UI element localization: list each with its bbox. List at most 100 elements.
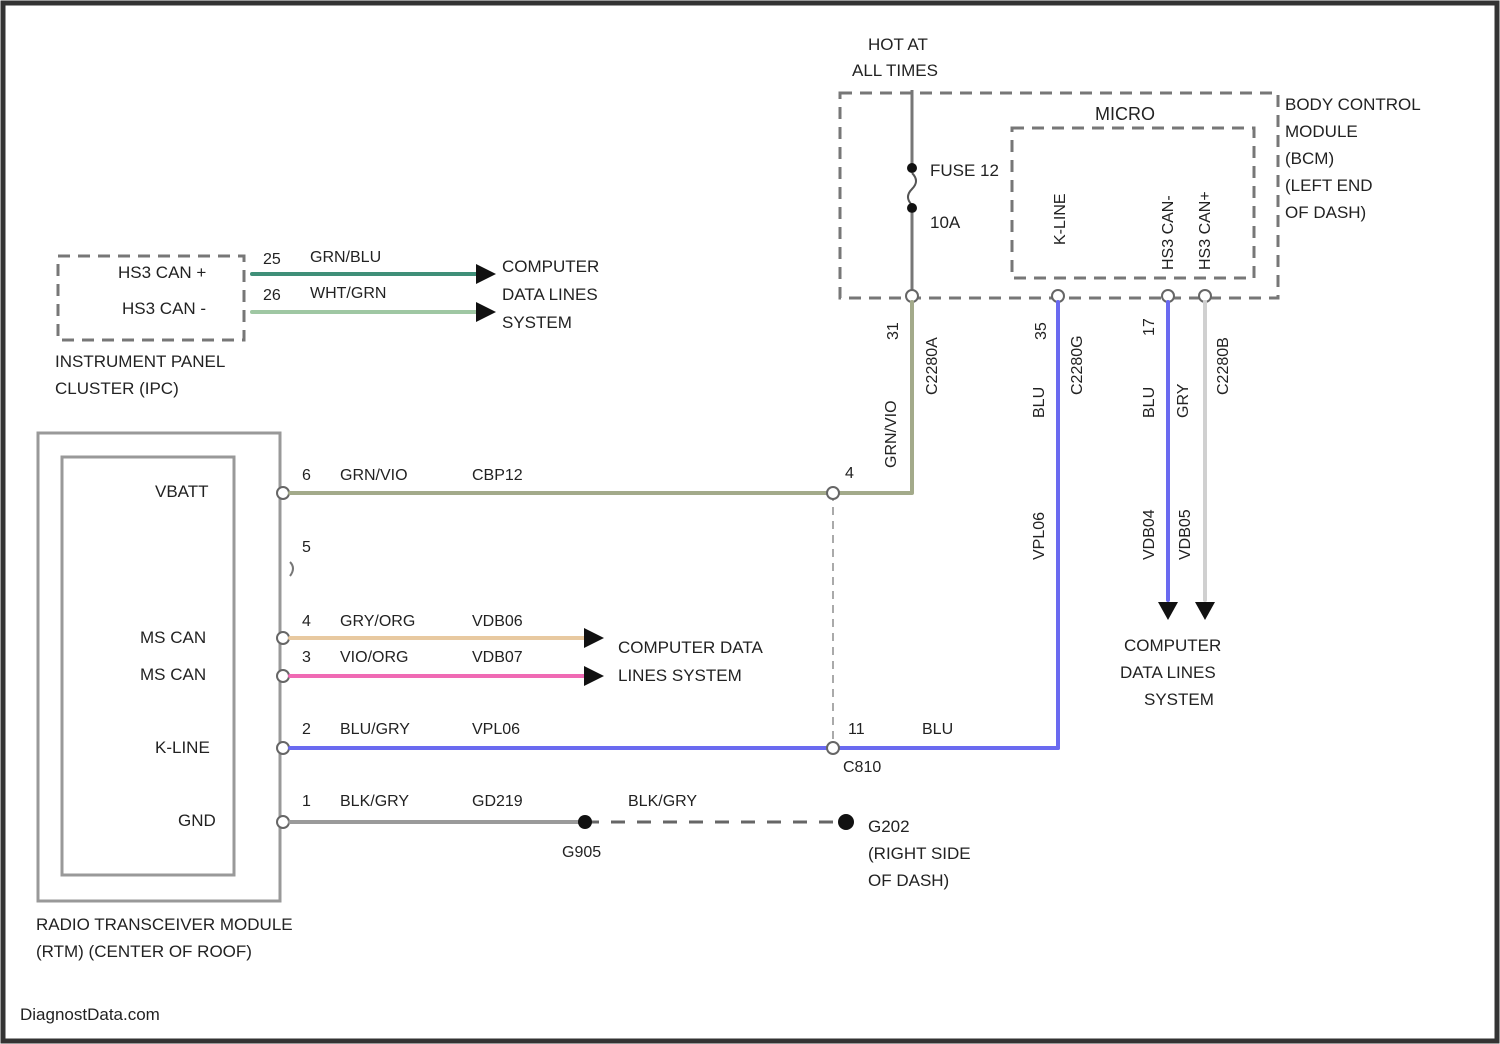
rtm-pin-number-6: 6	[302, 467, 311, 484]
rtm-wire-color-2: BLU/GRY	[340, 721, 410, 738]
ms-can-plus-arrow	[584, 628, 604, 648]
bcm-hs3-minus-arrow	[1158, 602, 1178, 620]
rtm-pin-5-stub	[290, 562, 293, 576]
rtm-wire-color-1: BLK/GRY	[340, 793, 409, 810]
fuse-icon	[908, 173, 916, 205]
ipc-block: HS3 CAN + HS3 CAN - INSTRUMENT PANEL CLU…	[55, 249, 599, 398]
bcm-hs3-plus-circuit-code: VDB05	[1177, 509, 1194, 560]
ms-can-minus-arrow	[584, 666, 604, 686]
rtm-pin-number-3: 3	[302, 649, 311, 666]
vbatt-wire	[290, 302, 912, 493]
rtm-circuit-code-1: GD219	[472, 793, 523, 810]
rtm-title-line2: (RTM) (CENTER OF ROOF)	[36, 942, 252, 961]
bcm-k-line-wire-color: BLU	[1031, 387, 1048, 418]
ipc-pin-26: 26	[263, 287, 281, 304]
rtm-pin-6	[277, 487, 289, 499]
hot-at-all-times-line2: ALL TIMES	[852, 61, 938, 80]
rtm-pin-number-2: 2	[302, 721, 311, 738]
rtm-wire-color-4: GRY/ORG	[340, 613, 415, 630]
bcm-connector-k-line: C2280G	[1069, 335, 1086, 395]
bcm-pin-number-k-line: 35	[1033, 322, 1050, 340]
diagram-border	[3, 3, 1497, 1041]
ipc-minus-arrow	[476, 302, 496, 322]
bcm-title-line3: (BCM)	[1285, 149, 1334, 168]
rtm-pin-number-5: 5	[302, 539, 311, 556]
bcm-title-line4: (LEFT END	[1285, 176, 1373, 195]
ipc-plus-arrow	[476, 264, 496, 284]
rtm-block: RADIO TRANSCEIVER MODULE (RTM) (CENTER O…	[36, 433, 523, 961]
rtm-pin-number-4: 4	[302, 613, 311, 630]
rtm-pin-3	[277, 670, 289, 682]
bcm-feed-wire-color: GRN/VIO	[883, 400, 900, 468]
ground-splice-dot	[578, 815, 592, 829]
right-destination-line1: COMPUTER	[1124, 636, 1221, 655]
rtm-pin-1	[277, 816, 289, 828]
bcm-connector-feed: C2280A	[924, 337, 941, 395]
inline-pin-11	[827, 742, 839, 754]
inline-pin-4	[827, 487, 839, 499]
rtm-label-ms-can-1: MS CAN	[140, 628, 206, 647]
inline-pin-number-4: 4	[845, 465, 854, 482]
ground-location-line2: (RIGHT SIDE	[868, 844, 971, 863]
ipc-destination-line2: DATA LINES	[502, 285, 598, 304]
bcm-k-line-circuit-code: VPL06	[1031, 512, 1048, 560]
rtm-label-k-line: K-LINE	[155, 738, 210, 757]
rtm-label-gnd: GND	[178, 811, 216, 830]
ground-terminal-icon	[838, 814, 854, 830]
ground-splice-label: G905	[562, 844, 601, 861]
bcm-hs3-minus-wire-color: BLU	[1141, 387, 1158, 418]
bcm-pin-label-k-line: K-LINE	[1052, 193, 1069, 245]
inline-connector-label: C810	[843, 759, 881, 776]
ground-wire-color: BLK/GRY	[628, 793, 697, 810]
bcm-hs3-plus-arrow	[1195, 602, 1215, 620]
rtm-wire-color-6: GRN/VIO	[340, 467, 408, 484]
bcm-title-line2: MODULE	[1285, 122, 1358, 141]
rtm-circuit-code-4: VDB06	[472, 613, 523, 630]
rtm-circuit-code-6: CBP12	[472, 467, 523, 484]
ipc-title-line1: INSTRUMENT PANEL	[55, 352, 225, 371]
ipc-wire-color-plus: GRN/BLU	[310, 249, 381, 266]
rtm-circuit-code-2: VPL06	[472, 721, 520, 738]
fuse-rating: 10A	[930, 213, 961, 232]
rtm-pin-2	[277, 742, 289, 754]
bcm-hs3-plus-wire-color: GRY	[1175, 383, 1192, 418]
rtm-label-ms-can-2: MS CAN	[140, 665, 206, 684]
right-destination-line2: DATA LINES	[1120, 663, 1216, 682]
ground-location-line3: OF DASH)	[868, 871, 949, 890]
ipc-label-hs3-can-plus: HS3 CAN +	[118, 263, 206, 282]
rtm-circuit-code-3: VDB07	[472, 649, 523, 666]
ipc-destination-line3: SYSTEM	[502, 313, 572, 332]
bcm-pin-label-hs3-can-minus: HS3 CAN-	[1160, 195, 1177, 270]
ms-can-destination-line2: LINES SYSTEM	[618, 666, 742, 685]
ipc-title-line2: CLUSTER (IPC)	[55, 379, 179, 398]
bcm-micro-outline	[1012, 128, 1254, 278]
rtm-pin-number-1: 1	[302, 793, 311, 810]
fuse-label: FUSE 12	[930, 161, 999, 180]
bcm-micro-label: MICRO	[1095, 104, 1155, 124]
right-destination-line3: SYSTEM	[1144, 690, 1214, 709]
bcm-title-line5: OF DASH)	[1285, 203, 1366, 222]
bcm-pin-number-hs3: 17	[1141, 318, 1158, 336]
rtm-wire-color-3: VIO/ORG	[340, 649, 408, 666]
bcm-hs3-minus-circuit-code: VDB04	[1141, 509, 1158, 560]
bcm-connector-hs3: C2280B	[1215, 337, 1232, 395]
rtm-title-line1: RADIO TRANSCEIVER MODULE	[36, 915, 293, 934]
bcm-pin-number-feed: 31	[885, 322, 902, 340]
bcm-title-line1: BODY CONTROL	[1285, 95, 1421, 114]
rtm-pin-4	[277, 632, 289, 644]
inline-k-line-color: BLU	[922, 721, 953, 738]
ground-location-line1: G202	[868, 817, 910, 836]
ms-can-destination-line1: COMPUTER DATA	[618, 638, 763, 657]
bcm-pin-label-hs3-can-plus: HS3 CAN+	[1197, 191, 1214, 270]
bcm-block: HOT AT ALL TIMES MICRO BODY CONTROL MODU…	[840, 35, 1421, 560]
ipc-pin-25: 25	[263, 251, 281, 268]
ipc-destination-line1: COMPUTER	[502, 257, 599, 276]
watermark: DiagnostData.com	[20, 1005, 160, 1024]
inline-pin-number-11: 11	[848, 721, 865, 738]
hot-at-all-times-line1: HOT AT	[868, 35, 928, 54]
fuse-terminal-top	[907, 163, 917, 173]
rtm-label-vbatt: VBATT	[155, 482, 209, 501]
ipc-wire-color-minus: WHT/GRN	[310, 285, 386, 302]
ipc-label-hs3-can-minus: HS3 CAN -	[122, 299, 206, 318]
